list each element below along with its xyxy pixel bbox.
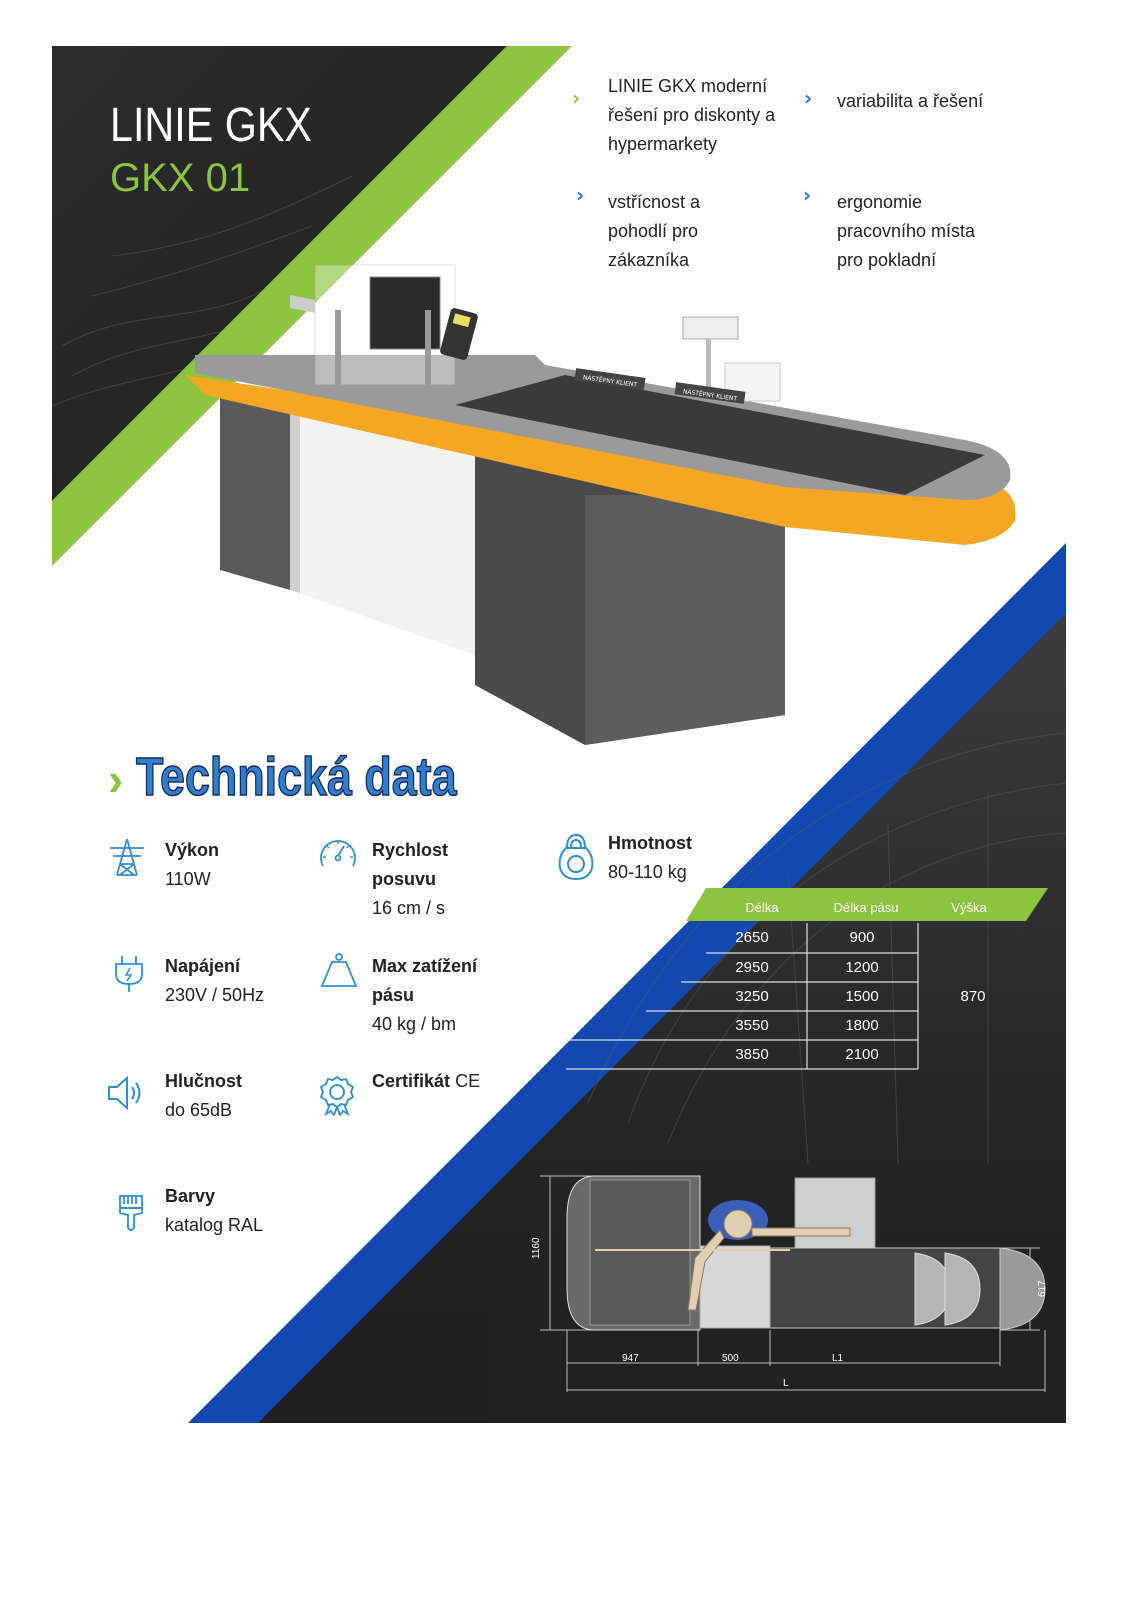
kettlebell-icon <box>558 833 594 881</box>
spec-value: 40 kg / bm <box>372 1014 457 1034</box>
spec-noise: Hlučnost do 65dB <box>165 1067 242 1125</box>
spec-label: Rychlost <box>372 840 449 860</box>
speaker-icon <box>108 1075 141 1111</box>
dimensions-table <box>566 888 1048 1070</box>
paint-brush-icon <box>119 1195 143 1231</box>
spec-cert: Certifikát CE <box>372 1067 480 1096</box>
feature-item: › <box>576 183 584 207</box>
spec-label: Certifikát <box>372 1071 451 1091</box>
spec-power: Výkon 110W <box>165 836 219 894</box>
feature-line: LINIE GKX moderní <box>608 76 768 96</box>
table-cell: 900 <box>849 929 875 946</box>
spec-label: Hlučnost <box>165 1071 243 1091</box>
spec-value: CE <box>455 1071 481 1091</box>
spec-colors: Barvy katalog RAL <box>165 1182 263 1240</box>
model-subtitle: GKX 01 <box>110 156 251 200</box>
table-cell: 1800 <box>845 1017 879 1034</box>
weight-load-icon <box>320 953 358 987</box>
spec-value: 230V / 50Hz <box>165 985 265 1005</box>
certificate-badge-icon <box>319 1075 355 1116</box>
feature-item: › <box>804 86 812 110</box>
table-cell: 1500 <box>845 988 879 1005</box>
table-cell: 2650 <box>735 929 769 946</box>
feature-line: pro pokladní <box>837 250 937 270</box>
feature-line: ergonomie <box>837 192 923 212</box>
feature-text: LINIE GKX moderní řešení pro diskonty a … <box>608 72 775 159</box>
feature-line: vstřícnost a <box>608 192 701 212</box>
spec-value: 80-110 kg <box>608 862 687 882</box>
spec-value: 110W <box>165 869 211 889</box>
table-cell: 3550 <box>735 1017 769 1034</box>
table-cell: 3250 <box>735 988 769 1005</box>
table-cell: 3850 <box>735 1046 769 1063</box>
table-header: Délka pásu <box>833 900 899 915</box>
speedometer-icon <box>320 840 356 867</box>
checkout-counter-image: NÁSTĚPNÝ KLIENT NÁSTĚPNÝ KLIENT <box>185 264 1016 745</box>
spec-label: pásu <box>372 985 415 1005</box>
chevron-right-icon: › <box>572 86 581 110</box>
dim-seg2: 500 <box>722 1353 739 1364</box>
feature-line: řešení pro diskonty a <box>608 105 776 125</box>
spec-value: katalog RAL <box>165 1215 264 1235</box>
feature-line: zákazníka <box>608 250 690 270</box>
table-cell: 2100 <box>845 1046 879 1063</box>
dim-total: L <box>783 1378 789 1389</box>
table-header: Délka <box>745 900 779 915</box>
table-cell: 1200 <box>845 959 879 976</box>
feature-item: › <box>803 183 811 207</box>
top-view-plan-drawing: 1160 617 947 500 L1 L <box>531 1175 1048 1392</box>
plug-icon <box>115 956 143 992</box>
feature-line: hypermarkety <box>608 134 718 154</box>
spec-weight: Hmotnost 80-110 kg <box>608 829 692 887</box>
spec-speed: Rychlost posuvu 16 cm / s <box>372 836 448 923</box>
section-title: Technická data <box>135 746 457 808</box>
page-title: LINIE GKX <box>110 99 312 152</box>
dim-seg3: L1 <box>832 1353 844 1364</box>
feature-text: vstřícnost a pohodlí pro zákazníka <box>608 188 700 275</box>
spec-label: Výkon <box>165 840 220 860</box>
feature-item: › <box>572 86 580 110</box>
chevron-right-icon: › <box>804 86 813 110</box>
spec-value: do 65dB <box>165 1100 233 1120</box>
section-chevron-icon: › <box>108 753 124 805</box>
spec-label: Barvy <box>165 1186 216 1206</box>
spec-value: 16 cm / s <box>372 898 446 918</box>
spec-label: Max zatížení <box>372 956 478 976</box>
spec-label: posuvu <box>372 869 437 889</box>
dim-height: 1160 <box>531 1237 542 1259</box>
dim-seg1: 947 <box>622 1353 639 1364</box>
spec-supply: Napájení 230V / 50Hz <box>165 952 264 1010</box>
spec-label: Hmotnost <box>608 833 692 853</box>
feature-text: variabilita a řešení <box>837 87 983 116</box>
feature-text: ergonomie pracovního místa pro pokladní <box>837 188 975 275</box>
spec-label: Napájení <box>165 956 241 976</box>
dim-depth: 617 <box>1037 1280 1048 1297</box>
spec-load: Max zatížení pásu 40 kg / bm <box>372 952 477 1039</box>
chevron-right-icon: › <box>803 183 812 207</box>
feature-line: pracovního místa <box>837 221 976 241</box>
feature-line: variabilita a řešení <box>837 91 984 111</box>
table-cell-height: 870 <box>960 988 986 1005</box>
feature-line: pohodlí pro <box>608 221 699 241</box>
table-cell: 2950 <box>735 959 769 976</box>
chevron-right-icon: › <box>576 183 585 207</box>
power-tower-icon <box>110 838 144 876</box>
table-header: Výška <box>951 900 987 915</box>
